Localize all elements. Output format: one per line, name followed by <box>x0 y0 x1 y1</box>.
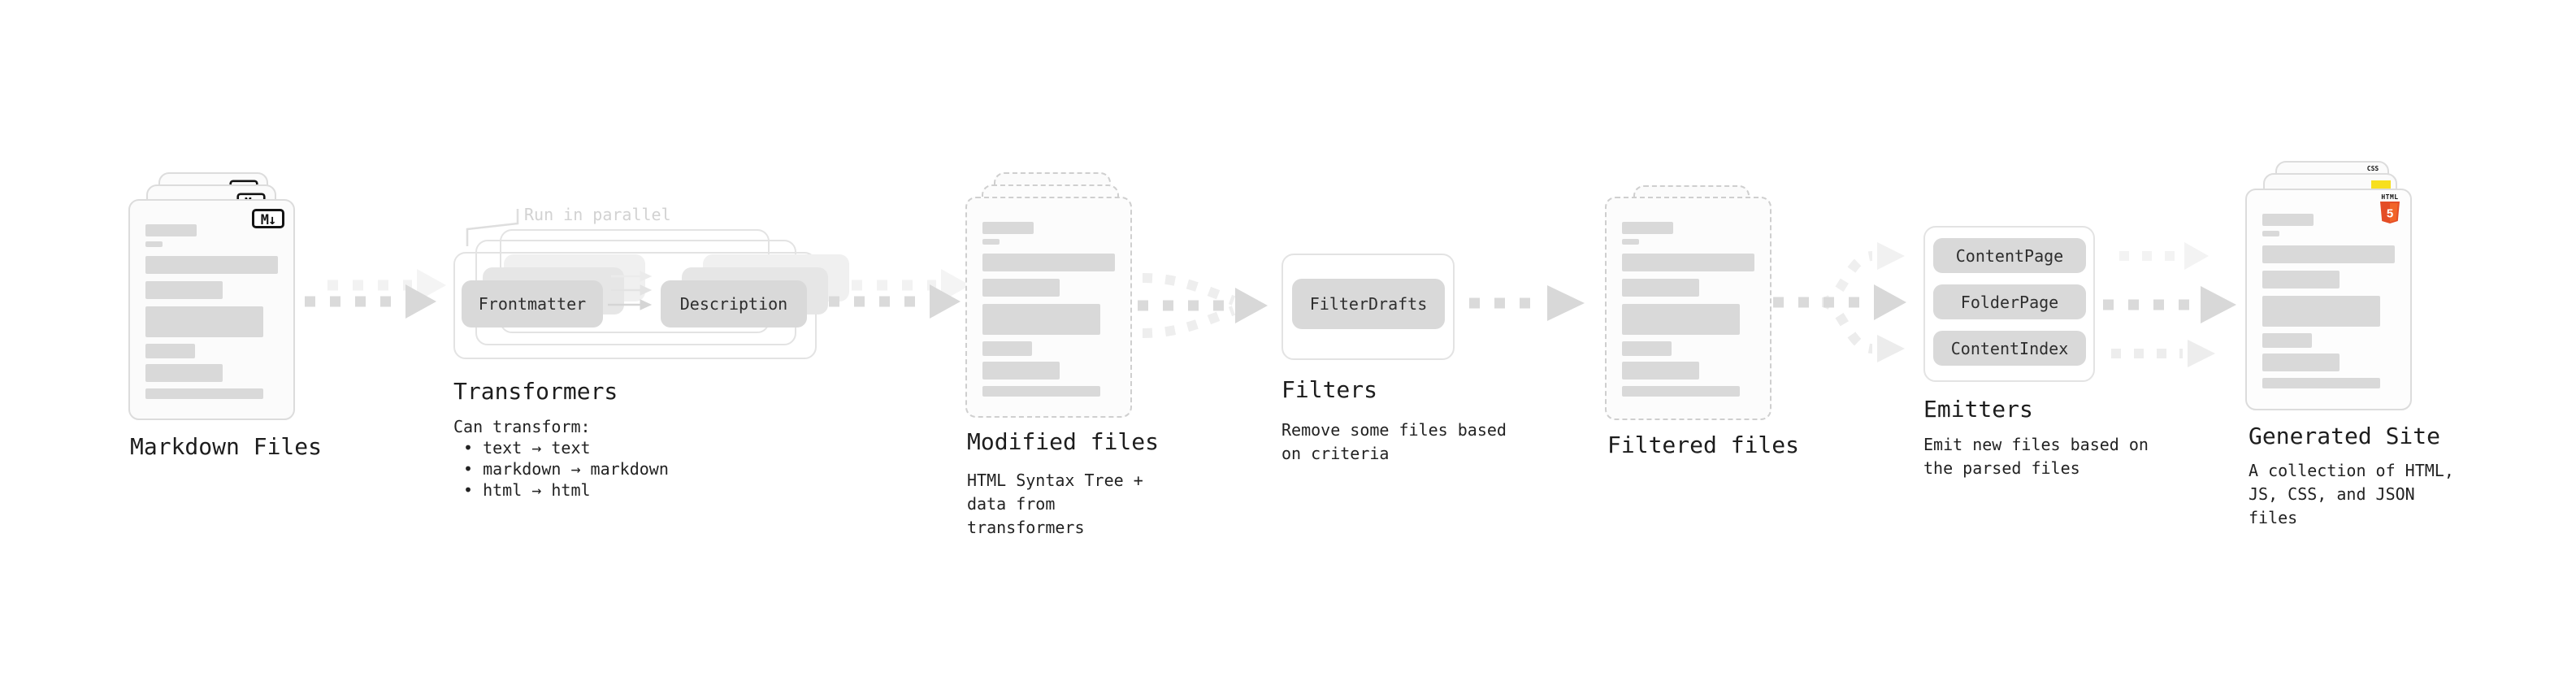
stage-desc-modified-files: HTML Syntax Tree + data from transformer… <box>967 471 1143 537</box>
transformers-bullet: • text → text <box>463 438 591 458</box>
content-bar <box>145 388 263 399</box>
content-bar <box>145 364 223 382</box>
stage-modified-files: Modified files HTML Syntax Tree + data f… <box>965 161 1177 537</box>
content-bar <box>982 279 1060 297</box>
stage-generated-site: CSS HTML 5 Generated Site A collection o… <box>2245 150 2473 527</box>
arrow-filters-to-filtered <box>1469 285 1585 321</box>
file-content-bars <box>2262 214 2395 388</box>
stage-label-modified-files: Modified files <box>967 428 1160 455</box>
file-content-bars <box>145 224 278 399</box>
content-bar <box>982 254 1115 271</box>
stage-label-generated-site: Generated Site <box>2249 423 2441 449</box>
content-bar <box>1622 239 1639 245</box>
stage-markdown-files: M↓ M↓ M↓ Markdown Files <box>128 161 340 486</box>
content-bar <box>145 281 223 299</box>
content-bar <box>1622 386 1740 397</box>
content-bar <box>1622 254 1754 271</box>
file-card-front: HTML 5 <box>2245 189 2412 410</box>
content-bar <box>982 386 1100 397</box>
arrow-emitters-to-generated <box>2103 242 2236 367</box>
html5-number: 5 <box>2387 207 2393 221</box>
stage-transformers: Run in parallel Frontmatter Description … <box>453 205 849 514</box>
file-content-bars <box>982 222 1115 397</box>
content-bar <box>1622 304 1740 335</box>
content-bar <box>982 362 1060 380</box>
content-bar <box>145 306 263 337</box>
stage-emitters: ContentPage FolderPage ContentIndex Emit… <box>1923 226 2151 486</box>
content-bar <box>2262 378 2380 388</box>
arrow-transformers-to-modified <box>829 269 970 319</box>
stage-label-transformers: Transformers <box>453 378 618 405</box>
content-bar <box>2262 354 2340 371</box>
stage-filters: FilterDrafts Filters Remove some files b… <box>1281 254 1509 481</box>
stage-label-markdown-files: Markdown Files <box>130 433 323 460</box>
content-bar <box>145 241 163 247</box>
transformers-bullet: • markdown → markdown <box>463 459 669 479</box>
stage-label-filtered-files: Filtered files <box>1607 432 1800 458</box>
stage-desc-filters: Remove some files based on criteria <box>1281 420 1507 463</box>
content-bar <box>1622 362 1699 380</box>
stage-label-filters: Filters <box>1281 376 1378 403</box>
content-bar <box>1622 222 1673 234</box>
content-bar <box>145 224 197 236</box>
file-card-front <box>1605 197 1772 420</box>
markdown-icon: M↓ <box>252 209 284 228</box>
content-bar <box>145 344 195 358</box>
emitter-box-contentindex: ContentIndex <box>1933 331 2086 366</box>
arrow-split-filtered-to-emitters <box>1773 242 1906 362</box>
arrow-merge-modified-to-filters <box>1138 273 1268 338</box>
html5-icon: HTML 5 <box>2379 193 2400 223</box>
content-bar <box>2262 271 2340 288</box>
content-bar <box>2262 296 2380 327</box>
content-bar <box>2262 245 2395 263</box>
parallel-arrows-icon <box>608 271 653 310</box>
content-bar <box>145 256 278 274</box>
run-in-parallel-note: Run in parallel <box>524 205 671 224</box>
file-card-front <box>965 197 1132 418</box>
transformer-box-frontmatter: Frontmatter <box>462 280 603 327</box>
content-bar <box>982 341 1032 356</box>
arrow-markdown-to-transformers <box>305 269 446 319</box>
transformer-box-description: Description <box>661 280 807 327</box>
content-bar <box>2262 333 2312 348</box>
stage-filtered-files: Filtered files <box>1605 161 1816 502</box>
transformers-desc-title: Can transform: <box>453 417 591 436</box>
file-content-bars <box>1622 222 1754 397</box>
content-bar <box>982 304 1100 335</box>
stage-desc-generated-site: A collection of HTML, JS, CSS, and JSON … <box>2249 461 2454 527</box>
filters-frame <box>1281 254 1455 360</box>
emitters-frame <box>1923 226 2095 382</box>
file-card-front: M↓ <box>128 199 295 420</box>
content-bar <box>982 222 1034 234</box>
note-leader-line <box>466 209 519 246</box>
filter-box-filterdrafts: FilterDrafts <box>1292 279 1445 329</box>
emitter-box-folderpage: FolderPage <box>1933 284 2086 319</box>
content-bar <box>982 239 1000 245</box>
transformers-bullet: • html → html <box>463 480 591 500</box>
stage-label-emitters: Emitters <box>1923 396 2033 423</box>
content-bar <box>1622 279 1699 297</box>
content-bar <box>2262 214 2314 226</box>
content-bar <box>2262 231 2279 236</box>
stage-desc-emitters: Emit new files based on the parsed files <box>1923 435 2149 478</box>
emitter-box-contentpage: ContentPage <box>1933 238 2086 273</box>
content-bar <box>1622 341 1672 356</box>
